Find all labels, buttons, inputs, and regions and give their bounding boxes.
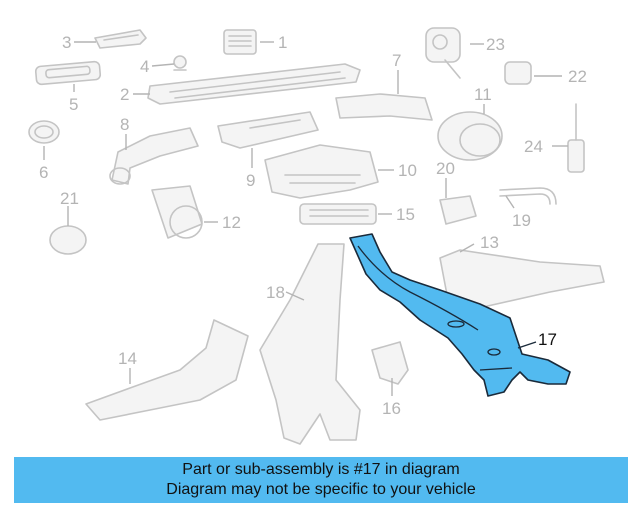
part-4-shape xyxy=(173,55,187,71)
part-8-shape xyxy=(109,127,199,185)
label-part-3: 3 xyxy=(62,33,71,52)
label-part-9: 9 xyxy=(246,171,255,190)
part-9-shape xyxy=(217,111,319,149)
part-21-shape xyxy=(49,225,87,255)
part-5-shape xyxy=(34,60,102,86)
part-18-shape xyxy=(259,243,361,445)
part-15-shape xyxy=(299,203,377,225)
leader-lines xyxy=(43,41,568,396)
label-part-23: 23 xyxy=(486,35,505,54)
part-19-shape xyxy=(499,187,557,205)
banner-line-1: Part or sub-assembly is #17 in diagram xyxy=(182,461,460,478)
part-7-shape xyxy=(335,93,433,121)
label-part-22: 22 xyxy=(568,67,587,86)
label-part-2: 2 xyxy=(120,85,129,104)
label-part-4: 4 xyxy=(140,57,149,76)
label-part-6: 6 xyxy=(39,163,48,182)
part-2-shape xyxy=(147,63,361,105)
label-part-15: 15 xyxy=(396,205,415,224)
label-part-13: 13 xyxy=(480,233,499,252)
label-part-5: 5 xyxy=(69,95,78,114)
label-part-19: 19 xyxy=(512,211,531,230)
part-labels: 3 1 4 5 2 6 7 8 9 10 11 12 13 14 15 16 1… xyxy=(39,33,587,418)
part-22-shape xyxy=(504,61,532,85)
part-17-leader xyxy=(517,341,537,349)
label-part-1: 1 xyxy=(278,33,287,52)
label-part-16: 16 xyxy=(382,399,401,418)
label-part-17: 17 xyxy=(538,330,557,349)
part-23-shape xyxy=(425,27,461,79)
label-part-21: 21 xyxy=(60,189,79,208)
part-11-shape xyxy=(437,111,503,161)
label-part-18: 18 xyxy=(266,283,285,302)
part-1-shape xyxy=(223,29,257,55)
label-part-10: 10 xyxy=(398,161,417,180)
part-10-shape xyxy=(264,144,379,199)
part-17-highlighted-shape[interactable] xyxy=(349,233,571,397)
part-20-shape xyxy=(439,195,477,225)
part-24-shape xyxy=(567,103,585,173)
part-12-shape xyxy=(151,185,203,239)
label-part-11: 11 xyxy=(474,85,492,104)
info-banner: Part or sub-assembly is #17 in diagram D… xyxy=(14,457,628,503)
label-part-20: 20 xyxy=(436,159,455,178)
label-part-14: 14 xyxy=(118,349,137,368)
label-part-12: 12 xyxy=(222,213,241,232)
part-16-shape xyxy=(371,341,409,385)
part-6-shape xyxy=(28,120,60,144)
label-part-7: 7 xyxy=(392,51,401,70)
part-3-shape xyxy=(94,29,147,49)
label-part-24: 24 xyxy=(524,137,543,156)
part-14-shape xyxy=(85,319,249,421)
label-part-8: 8 xyxy=(120,115,129,134)
banner-line-2: Diagram may not be specific to your vehi… xyxy=(166,481,476,498)
